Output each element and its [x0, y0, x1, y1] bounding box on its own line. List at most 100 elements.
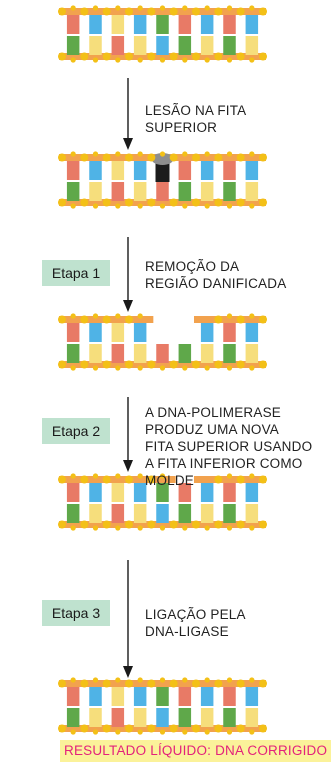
base-top: [111, 483, 125, 502]
phosphate-bead: [236, 153, 245, 162]
phosphate-bead: [169, 153, 178, 162]
lesion-body: [155, 162, 170, 182]
phosphate-bead: [58, 360, 66, 369]
base-top: [111, 161, 125, 180]
base-top: [156, 483, 169, 502]
base-top: [89, 161, 102, 180]
phosphate-bead: [80, 52, 89, 61]
phosphate-bead: [137, 313, 143, 319]
phosphate-bead: [125, 315, 133, 324]
phosphate-bead: [226, 57, 233, 63]
phosphate-bead: [214, 7, 223, 16]
step-3-badge: Etapa 3: [42, 600, 110, 626]
base-bottom: [200, 504, 214, 523]
phosphate-bead: [102, 520, 111, 529]
base-top: [178, 483, 192, 502]
phosphate-bead: [70, 203, 76, 209]
base-bottom: [245, 708, 259, 727]
phosphate-bead: [226, 677, 233, 683]
phosphate-bead: [249, 5, 255, 11]
phosphate-bead: [92, 313, 99, 319]
phosphate-bead: [169, 679, 178, 688]
phosphate-bead: [92, 151, 99, 157]
phosphate-bead: [147, 724, 156, 733]
phosphate-bead: [80, 153, 89, 162]
result-prefix: RESULTADO LÍQUIDO:: [64, 743, 212, 758]
phosphate-bead: [204, 151, 210, 157]
base-top: [133, 483, 147, 502]
phosphate-bead: [102, 315, 111, 324]
phosphate-bead: [58, 7, 66, 16]
base-top: [66, 483, 80, 502]
base-bottom: [156, 344, 169, 363]
arrow-head-icon: [123, 460, 133, 472]
phosphate-bead: [182, 203, 188, 209]
base-bottom: [223, 708, 236, 727]
base-bottom: [66, 182, 80, 201]
phosphate-bead: [236, 679, 245, 688]
phosphate-bead: [236, 475, 245, 484]
phosphate-bead: [236, 7, 245, 16]
phosphate-bead: [182, 151, 188, 157]
phosphate-bead: [80, 315, 89, 324]
base-bottom: [156, 182, 169, 201]
phosphate-bead: [192, 679, 200, 688]
phosphate-bead: [147, 520, 156, 529]
phosphate-bead: [147, 153, 156, 162]
phosphate-bead: [214, 52, 223, 61]
arrow-head-icon: [123, 138, 133, 150]
base-top: [66, 15, 80, 34]
phosphate-bead: [259, 315, 267, 324]
base-bottom: [66, 344, 80, 363]
phosphate-bead: [249, 57, 255, 63]
arrow-head-icon: [123, 666, 133, 678]
phosphate-bead: [70, 151, 76, 157]
phosphate-bead: [182, 5, 188, 11]
base-top: [200, 161, 214, 180]
phosphate-bead: [182, 729, 188, 735]
phosphate-bead: [169, 724, 178, 733]
backbone-top-strand: [59, 680, 266, 687]
phosphate-bead: [214, 198, 223, 207]
phosphate-bead: [115, 57, 121, 63]
phosphate-bead: [249, 151, 255, 157]
phosphate-bead: [204, 365, 210, 371]
phosphate-bead: [214, 724, 223, 733]
phosphate-bead: [137, 203, 143, 209]
phosphate-bead: [204, 729, 210, 735]
phosphate-bead: [58, 153, 66, 162]
phosphate-bead: [249, 525, 255, 531]
phosphate-bead: [182, 57, 188, 63]
phosphate-bead: [115, 473, 121, 479]
phosphate-bead: [102, 360, 111, 369]
phosphate-bead: [115, 525, 121, 531]
phosphate-bead: [102, 52, 111, 61]
base-bottom: [156, 36, 169, 55]
base-bottom: [89, 182, 102, 201]
base-top: [89, 687, 102, 706]
phosphate-bead: [70, 473, 76, 479]
base-top: [89, 483, 102, 502]
phosphate-bead: [159, 57, 166, 63]
phosphate-bead: [214, 153, 223, 162]
phosphate-bead: [192, 52, 200, 61]
phosphate-bead: [236, 724, 245, 733]
phosphate-bead: [236, 360, 245, 369]
base-bottom: [178, 504, 192, 523]
phosphate-bead: [80, 724, 89, 733]
phosphate-bead: [137, 57, 143, 63]
base-bottom: [89, 36, 102, 55]
base-top: [156, 687, 169, 706]
phosphate-bead: [115, 729, 121, 735]
phosphate-bead: [192, 520, 200, 529]
step-1-badge: Etapa 1: [42, 260, 110, 286]
phosphate-bead: [236, 520, 245, 529]
phosphate-bead: [58, 52, 66, 61]
phosphate-bead: [70, 677, 76, 683]
base-top: [223, 323, 236, 342]
base-bottom: [223, 182, 236, 201]
phosphate-bead: [80, 520, 89, 529]
backbone-top-strand: [194, 476, 266, 483]
phosphate-bead: [80, 360, 89, 369]
phosphate-bead: [80, 475, 89, 484]
